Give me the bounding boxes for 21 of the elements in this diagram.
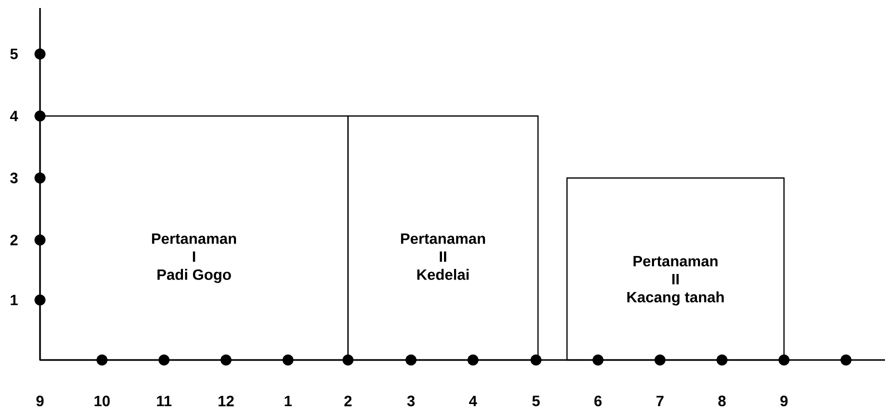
tick-label: 8 — [718, 396, 726, 406]
period-box: Pertanaman II Kacang tanah — [566, 177, 785, 361]
tick-label: 3 — [407, 396, 415, 406]
tick-label: 6 — [594, 396, 602, 406]
tick-label: 3 — [10, 172, 18, 184]
tick-label: 1 — [284, 396, 292, 406]
tick-label: 5 — [532, 396, 540, 406]
period-box: Pertanaman II Kedelai — [347, 115, 539, 361]
tick-label: 9 — [780, 396, 788, 406]
tick-label: 5 — [10, 48, 18, 60]
tick-label: 4 — [10, 110, 18, 122]
tick-label: 2 — [10, 234, 18, 246]
period-box: Pertanaman I Padi Gogo — [39, 115, 349, 361]
tick-label: 10 — [94, 396, 110, 406]
tick-label: 7 — [656, 396, 664, 406]
tick-label: 4 — [469, 396, 478, 406]
tick-label: 2 — [344, 396, 352, 406]
tick-label: 9 — [36, 396, 44, 406]
tick-label: 11 — [157, 396, 172, 406]
tick-label: 12 — [218, 396, 234, 406]
tick-label: 1 — [10, 294, 18, 306]
